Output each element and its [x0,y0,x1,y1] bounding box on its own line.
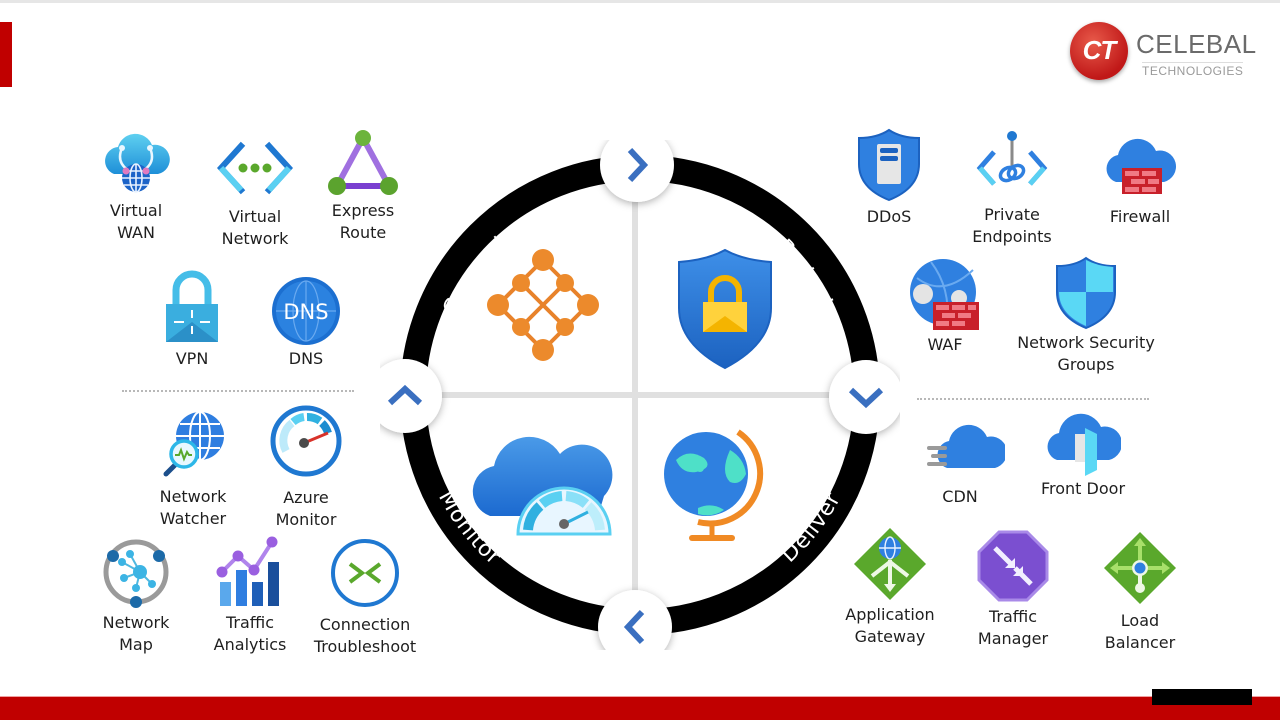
service-label: Network [102,613,170,632]
network-watcher-icon [163,411,224,477]
service-label: Monitor [275,510,337,529]
virtual-network-icon [217,141,293,195]
service-label: Network [159,487,227,506]
virtual-wan-icon [105,133,170,193]
waf-icon [910,259,979,330]
network-mesh-icon [487,249,599,361]
application-gateway-icon [854,528,926,600]
azure-monitor-icon [270,405,342,477]
service-label: Private [984,205,1040,224]
celebal-logo: CT Celebal Technologies [1070,22,1260,84]
service-label: Manager [977,629,1049,648]
service-label: Azure [283,488,329,507]
service-cdn[interactable]: CDN [895,416,1025,508]
dns-icon: DNS [272,277,340,345]
service-label: CDN [942,487,978,506]
service-label: Connection [319,615,411,634]
cloud-gauge-icon [472,436,613,536]
front-door-icon [1047,413,1121,476]
network-map-icon [103,539,169,608]
service-ddos[interactable]: DDoS [824,128,954,228]
connection-troubleshoot-icon [331,539,399,607]
service-label: Watcher [159,509,227,528]
network-lifecycle-wheel: Connect Protect Monitor Deliver [380,140,900,650]
service-label: VPN [175,349,209,368]
service-front-door[interactable]: Front Door [1018,408,1148,500]
service-label: Map [119,635,153,654]
service-label: WAN [117,223,155,242]
nsg-icon [1056,256,1116,330]
service-dns[interactable]: DNS DNS [241,276,371,370]
connect-monitor-divider [122,390,354,392]
slide-accent-tab [0,22,12,87]
service-label: Traffic [225,613,275,632]
service-label: DDoS [866,207,912,226]
logo-badge-icon [1070,22,1128,80]
service-label: Network [221,229,289,248]
shield-lock-icon [678,248,772,370]
chevron-down-button[interactable] [829,360,900,434]
service-label: Virtual [228,207,282,226]
cdn-icon [927,424,1005,468]
globe-icon [664,429,764,541]
service-vpn[interactable]: VPN [127,270,257,370]
traffic-manager-icon [977,530,1049,602]
footer-bar [0,696,1280,720]
service-waf[interactable]: WAF [880,258,1010,356]
service-label: Traffic [988,607,1038,626]
ddos-icon [858,128,920,202]
service-label: WAF [927,335,963,354]
service-label: Application [845,605,935,624]
load-balancer-icon [1104,532,1176,604]
service-label: DNS [288,349,324,368]
top-border [0,0,1280,3]
protect-deliver-divider [917,398,1149,400]
service-label: Balancer [1104,633,1176,652]
private-endpoints-icon [976,131,1048,186]
express-route-icon [328,130,398,195]
chevron-down-icon [848,387,884,409]
chevron-right-icon [627,147,649,183]
service-label: Express [331,201,395,220]
service-label: Analytics [213,635,287,654]
logo-name: Celebal [1136,29,1257,60]
service-label: Front Door [1040,479,1126,498]
logo-monogram: CT [1082,35,1117,65]
logo-subtitle: Technologies [1142,62,1244,78]
service-label: Firewall [1109,207,1171,226]
service-label: Network Security [1017,333,1155,352]
traffic-analytics-icon [216,536,279,606]
vpn-icon [166,270,218,342]
service-label: Endpoints [972,227,1052,246]
chevron-up-icon [387,384,423,406]
service-label: Groups [1057,355,1115,374]
chevron-left-icon [623,609,645,645]
footer-black-block [1152,689,1252,705]
logo-name-text: Celebal [1136,29,1257,59]
svg-text:DNS: DNS [283,300,328,324]
service-label: Route [339,223,387,242]
service-label: Troubleshoot [313,637,417,656]
service-firewall[interactable]: Firewall [1075,132,1205,228]
firewall-icon [1106,138,1177,194]
service-label: Gateway [854,627,926,646]
service-label: Load [1120,611,1160,630]
service-label: Virtual [109,201,163,220]
